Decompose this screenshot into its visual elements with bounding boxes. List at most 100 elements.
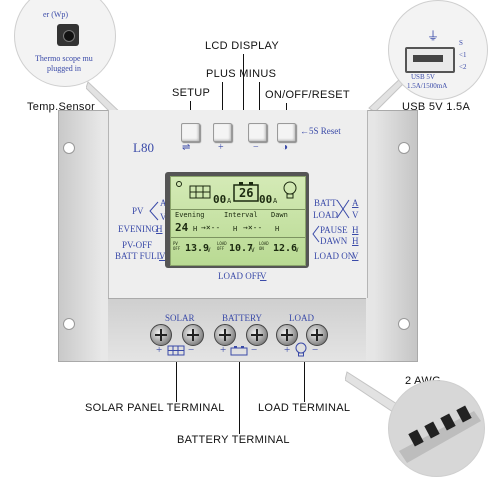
solar-panel-lcd-icon [189, 185, 211, 199]
lcd-h2: H [233, 225, 238, 233]
on-off-reset-callout: ON/OFF/RESET [265, 89, 350, 101]
battery-positive-terminal[interactable] [214, 324, 236, 346]
lcd-mid1: →×-- [201, 223, 221, 232]
usb-inset: ⏚ S <1 <2 USB 5V 1.5A/1500mA [388, 0, 488, 100]
plus-minus-callout: PLUS MINUS [206, 68, 277, 80]
lcd-load-on-label: LOAD ON [259, 241, 269, 251]
lcd-load-on-val: 12.6 [273, 243, 298, 254]
battery-leader-line [239, 354, 240, 434]
pv-bracket-icon [149, 201, 159, 221]
usb-inset-s: S [459, 39, 463, 47]
pv-v-label: V [160, 212, 167, 222]
solar-plus-sign: + [156, 344, 163, 356]
minus-icon: − [253, 142, 259, 153]
usb-trident-icon: ⏚ [427, 29, 440, 43]
pv-label: PV [132, 206, 144, 216]
batt-v-label: V [352, 210, 359, 220]
battery-terminal-callout: BATTERY TERMINAL [177, 434, 290, 446]
load-off-label: LOAD OFF [218, 271, 262, 281]
solar-positive-terminal[interactable] [150, 324, 172, 346]
battery-lcd-icon [233, 182, 259, 202]
usb-inset-r2: <2 [459, 63, 467, 71]
setup-button[interactable] [181, 123, 200, 142]
reset-button[interactable] [277, 123, 296, 142]
batt-load-cross-icon [336, 199, 350, 219]
lcd-mid2: →×-- [243, 223, 263, 232]
dawn-h-label: H [352, 236, 359, 246]
lcd-pv-off-unit: V [207, 247, 211, 254]
mount-hole-top-right [398, 142, 410, 154]
load-on-label: LOAD ON [314, 251, 355, 261]
lcd-pv-current: 00 [213, 193, 227, 206]
lcd-evening: Evening [175, 211, 205, 219]
solar-terminal-label: SOLAR [165, 313, 195, 323]
usb-inset-label2: 1.5A/1500mA [407, 82, 448, 90]
lcd-load-unit: A [273, 197, 278, 205]
load-plus-sign: + [284, 344, 291, 356]
lcd-pv-off-label: PV OFF [173, 241, 181, 251]
lcd-load-off-label: LOAD OFF [217, 241, 227, 251]
lcd-evening-time: 24 [175, 221, 189, 234]
battery-negative-terminal[interactable] [246, 324, 268, 346]
setup-callout: SETUP [172, 87, 211, 99]
lcd-screen: 00 A 26 00 A Evening Interval Dawn 24 H … [170, 176, 306, 266]
lcd-display-callout: LCD DISPLAY [205, 40, 280, 52]
lcd-load-off-val: 10.7 [229, 243, 254, 254]
load-on-v-label: V [352, 251, 359, 261]
temp-inset-line3: plugged in [47, 64, 81, 73]
solar-panel-terminal-callout: SOLAR PANEL TERMINAL [85, 402, 225, 414]
pv-a-label: A [160, 198, 167, 208]
load-label: LOAD [313, 210, 338, 220]
lcd-load-on-unit: V [295, 247, 299, 254]
reset-icon: ◑ [282, 142, 289, 153]
plus-button[interactable] [213, 123, 232, 142]
evening-h-label: H [156, 224, 163, 234]
load-off-v-label: V [260, 271, 267, 281]
minus-button[interactable] [248, 123, 267, 142]
sensor-jack-icon [57, 24, 79, 46]
battery-icon [230, 346, 248, 356]
terminal-slots-icon [399, 405, 481, 463]
batt-full-v-label: V [159, 251, 166, 261]
load-positive-terminal[interactable] [276, 324, 298, 346]
solar-minus-sign: − [188, 344, 195, 356]
load-terminal-callout: LOAD TERMINAL [258, 402, 351, 414]
lightbulb-icon [295, 342, 307, 357]
solar-negative-terminal[interactable] [182, 324, 204, 346]
pause-label: PAUSE [320, 225, 348, 235]
usb-inset-r1: <1 [459, 51, 467, 59]
batt-a-label: A [352, 198, 359, 208]
sun-icon [176, 181, 182, 187]
pause-bracket-icon [312, 225, 320, 243]
lcd-pv-off-val: 13.9 [185, 243, 210, 254]
awg-inset [388, 380, 485, 477]
mount-hole-bottom-left [63, 318, 75, 330]
lcd-divider-1 [171, 209, 305, 210]
battery-plus-sign: + [220, 344, 227, 356]
temp-inset-line2: Thermo scope mu [35, 54, 93, 63]
load-leader-line [304, 352, 305, 402]
plus-icon: + [218, 142, 224, 153]
load-minus-sign: − [312, 344, 319, 356]
batt-full-label: BATT FULL [115, 251, 163, 261]
lcd-divider-2 [171, 237, 305, 238]
evening-label: EVENING [118, 224, 158, 234]
lcd-pv-unit: A [227, 197, 232, 205]
load-terminal-label: LOAD [289, 313, 314, 323]
lcd-batt-value: 26 [239, 186, 254, 200]
bulb-lcd-icon [283, 181, 297, 199]
reset-hint: ←5S Reset [300, 126, 341, 136]
battery-terminal-label: BATTERY [222, 313, 263, 323]
battery-minus-sign: − [251, 344, 258, 356]
solar-panel-icon [167, 345, 185, 356]
pause-h-label: H [352, 225, 359, 235]
usb-port-icon [405, 47, 455, 73]
model-label: L80 [133, 140, 154, 155]
usb-callout: USB 5V 1.5A [402, 101, 471, 113]
load-negative-terminal[interactable] [306, 324, 328, 346]
solar-leader-line [176, 352, 177, 402]
mount-hole-bottom-right [398, 318, 410, 330]
lcd-h3: H [275, 225, 280, 233]
setup-icon: ⇌ [182, 142, 191, 153]
lcd-dawn: Dawn [271, 211, 288, 219]
